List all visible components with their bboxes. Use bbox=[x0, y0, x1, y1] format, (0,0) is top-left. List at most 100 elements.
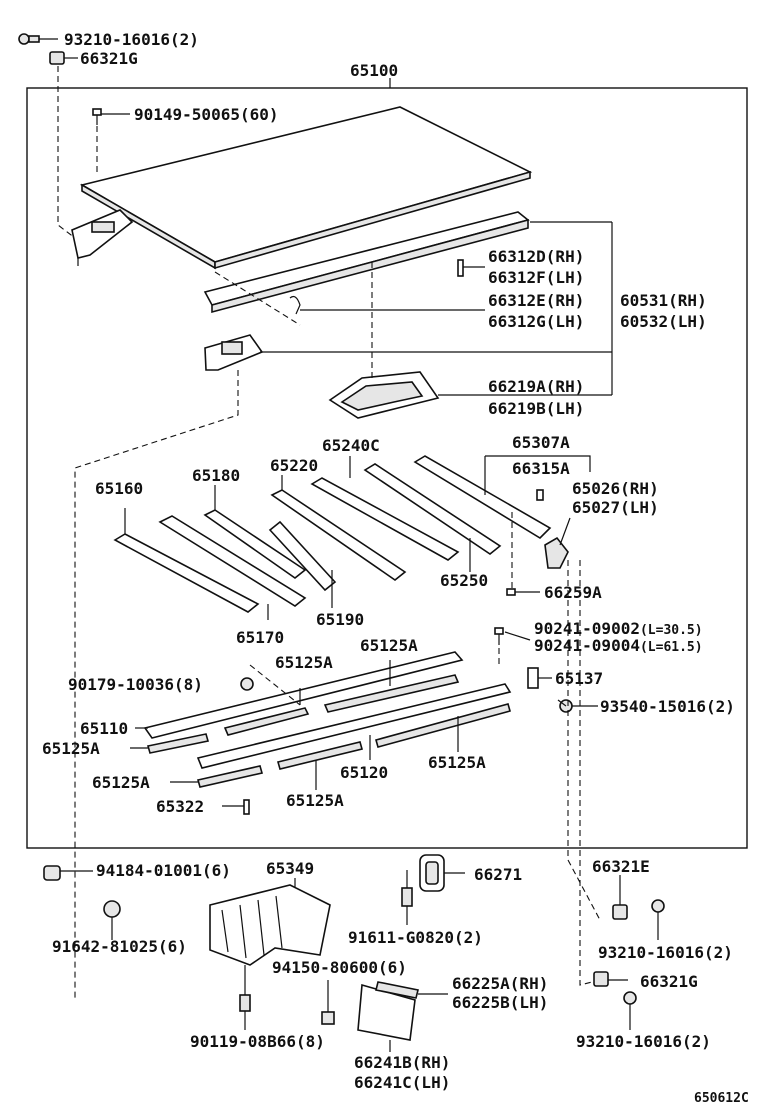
crossmember-65240c bbox=[310, 456, 460, 561]
dashed-leader-right bbox=[567, 560, 601, 921]
label-65120: 65120 bbox=[340, 763, 388, 782]
label-66271: 66271 bbox=[474, 865, 522, 884]
label-94150-80600: 94150-80600(6) bbox=[272, 958, 407, 977]
bolt-90241 bbox=[494, 627, 531, 645]
label-66315a: 66315A bbox=[512, 459, 570, 478]
dashed-leader-right-2 bbox=[579, 560, 601, 986]
mudflap-66241 bbox=[357, 981, 448, 1052]
crossmember-65307a bbox=[413, 455, 591, 540]
label-66219a: 66219A(RH) bbox=[488, 377, 584, 396]
runner-65110 bbox=[135, 651, 464, 739]
clip-66321e bbox=[612, 875, 628, 920]
label-93540-15016: 93540-15016(2) bbox=[600, 697, 735, 716]
crossmember-65190 bbox=[268, 520, 337, 608]
diagram-id: 650612C bbox=[694, 1091, 749, 1106]
label-66219b: 66219B(LH) bbox=[488, 399, 584, 418]
plug-66271 bbox=[419, 854, 465, 892]
dashed-leader-rail bbox=[214, 271, 301, 326]
label-66225b: 66225B(LH) bbox=[452, 993, 548, 1012]
floor-panel bbox=[79, 106, 533, 270]
label-93210-16016-bottom: 93210-16016(2) bbox=[576, 1032, 711, 1051]
label-65349: 65349 bbox=[266, 859, 314, 878]
label-90241-09002-length: (L=30.5) bbox=[640, 623, 703, 638]
bolt-93210-bottom bbox=[623, 991, 637, 1030]
label-66225a: 66225A(RH) bbox=[452, 974, 548, 993]
label-65027: 65027(LH) bbox=[572, 498, 659, 517]
label-65125a-d: 65125A bbox=[92, 773, 150, 792]
nut-94150 bbox=[321, 980, 335, 1025]
label-65190: 65190 bbox=[316, 610, 364, 629]
label-65110: 65110 bbox=[80, 719, 128, 738]
label-65220: 65220 bbox=[270, 456, 318, 475]
runner-65120 bbox=[196, 683, 512, 769]
bracket-65349 bbox=[209, 878, 331, 966]
label-65125a-b: 65125A bbox=[275, 653, 333, 672]
label-assembly-65100: 65100 bbox=[350, 61, 398, 80]
label-65137: 65137 bbox=[555, 669, 603, 688]
label-66241c: 66241C(LH) bbox=[354, 1073, 450, 1092]
clip-66321g-top bbox=[49, 51, 78, 65]
label-65125a-f: 65125A bbox=[286, 791, 344, 810]
label-90149-50065: 90149-50065(60) bbox=[134, 105, 279, 124]
label-65170: 65170 bbox=[236, 628, 284, 647]
dashed-leader-top-clip bbox=[57, 66, 76, 239]
bolt-93210-mid bbox=[651, 899, 665, 940]
fastener-90179 bbox=[240, 664, 301, 706]
bolt-91642 bbox=[103, 900, 121, 940]
bolt-93210-top bbox=[18, 33, 58, 45]
label-94184-01001: 94184-01001(6) bbox=[96, 861, 231, 880]
corner-bracket-66219 bbox=[204, 334, 612, 371]
pin-66259a bbox=[506, 588, 540, 596]
label-90119-08b66: 90119-08B66(8) bbox=[190, 1032, 325, 1051]
label-66259a: 66259A bbox=[544, 583, 602, 602]
label-65125a-e: 65125A bbox=[428, 753, 486, 772]
dashed-leader-left bbox=[74, 370, 239, 1000]
bolt-91611 bbox=[401, 870, 413, 925]
label-90241-09002: 90241-09002(L=30.5) bbox=[534, 619, 703, 638]
strip-65125a-6 bbox=[375, 703, 511, 752]
label-66321e: 66321E bbox=[592, 857, 650, 876]
crossmember-65180 bbox=[203, 485, 307, 579]
label-65250: 65250 bbox=[440, 571, 488, 590]
frame-plate-66219a bbox=[328, 371, 612, 419]
label-65160: 65160 bbox=[95, 479, 143, 498]
bolt-93540 bbox=[557, 699, 598, 713]
label-90241-09004: 90241-09004(L=61.5) bbox=[534, 636, 703, 655]
crossmember-65160 bbox=[113, 508, 260, 613]
bolt-66315a bbox=[536, 489, 544, 501]
label-93210-16016-mid: 93210-16016(2) bbox=[598, 943, 733, 962]
clip-66321g-bottom bbox=[593, 971, 628, 987]
strip-65125a-4 bbox=[170, 765, 264, 788]
label-66312d: 66312D(RH) bbox=[488, 247, 584, 266]
label-66312e: 66312E(RH) bbox=[488, 291, 584, 310]
nut-94184 bbox=[43, 865, 93, 881]
label-65026: 65026(RH) bbox=[572, 479, 659, 498]
label-90241-09004-length: (L=61.5) bbox=[640, 640, 703, 655]
strip-65125a-2 bbox=[323, 660, 460, 713]
crossmember-65250 bbox=[363, 463, 502, 572]
label-66241b: 66241B(RH) bbox=[354, 1053, 450, 1072]
label-65240c: 65240C bbox=[322, 436, 380, 455]
pin-66312d bbox=[457, 259, 485, 277]
strip-65125a-1 bbox=[223, 688, 310, 736]
screw-90149 bbox=[92, 108, 130, 125]
label-60532: 60532(LH) bbox=[620, 312, 707, 331]
bolt-90119 bbox=[239, 965, 251, 1030]
label-60531: 60531(RH) bbox=[620, 291, 707, 310]
hinge-bracket bbox=[71, 209, 134, 266]
label-66312f: 66312F(LH) bbox=[488, 268, 584, 287]
clip-66312e bbox=[289, 295, 485, 315]
side-rail-60531 bbox=[203, 211, 613, 395]
label-91611-g0820: 91611-G0820(2) bbox=[348, 928, 483, 947]
pin-65322 bbox=[222, 799, 250, 815]
label-65125a-a: 65125A bbox=[360, 636, 418, 655]
label-65125a-c: 65125A bbox=[42, 739, 100, 758]
assembly-boundary bbox=[26, 87, 748, 849]
bracket-65026 bbox=[544, 517, 571, 569]
strip-65125a-5 bbox=[277, 741, 363, 790]
label-66312g: 66312G(LH) bbox=[488, 312, 584, 331]
crossmember-65170 bbox=[158, 515, 307, 620]
strip-65125a-3 bbox=[130, 733, 210, 754]
label-93210-16016-top: 93210-16016(2) bbox=[64, 30, 199, 49]
